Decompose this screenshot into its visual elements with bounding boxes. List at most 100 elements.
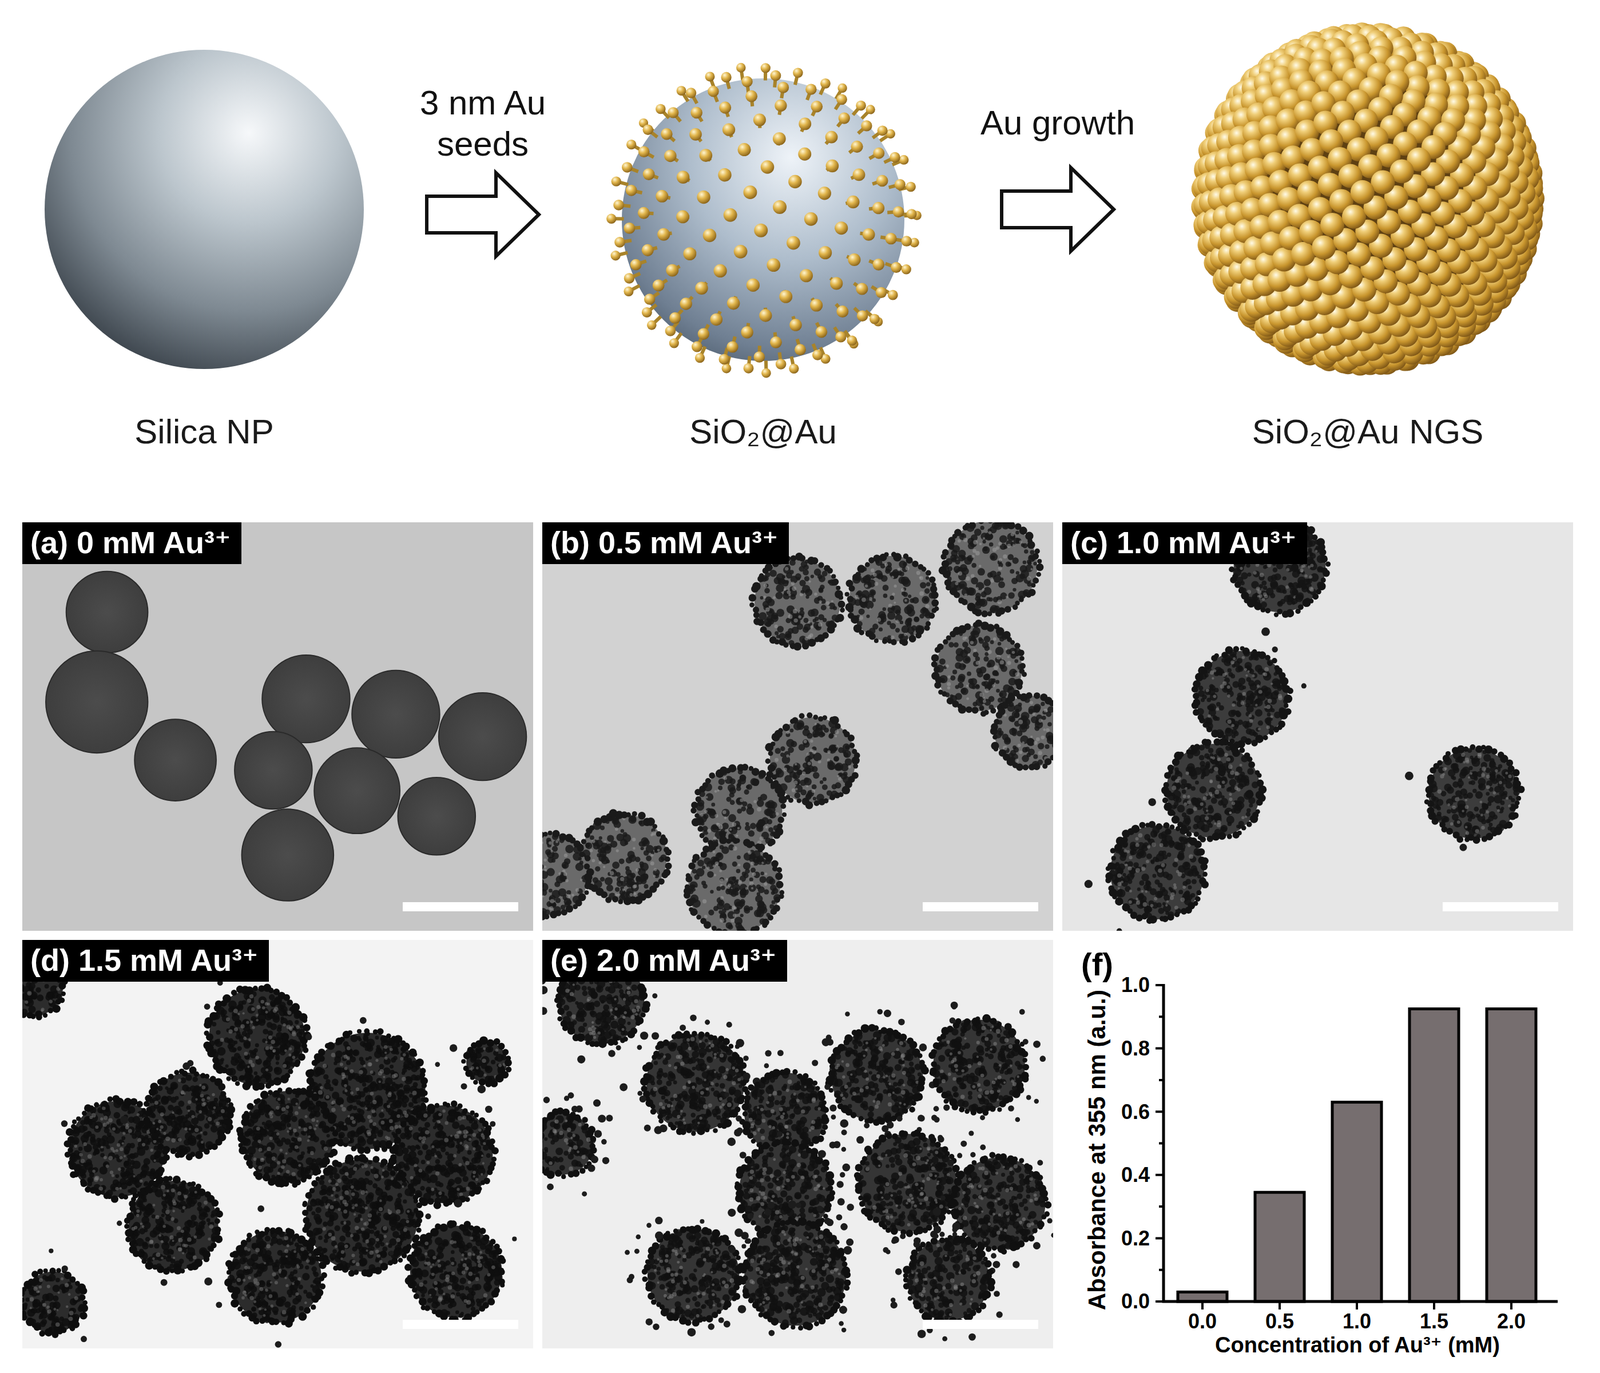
au-seed <box>727 296 741 311</box>
rim-bump <box>892 552 902 562</box>
au-coated-particle <box>990 692 1054 771</box>
gap-speck <box>808 580 811 583</box>
gap-speck <box>794 763 797 766</box>
au-speck <box>1026 737 1034 746</box>
rim-bump <box>765 758 771 764</box>
rim-bump <box>906 556 913 564</box>
caption: Silica NP <box>134 412 274 451</box>
rim-bump <box>1007 522 1016 530</box>
au-speck <box>952 669 958 675</box>
gap-speck <box>1030 735 1033 738</box>
au-nanoglobule <box>1291 241 1316 266</box>
rim-bump <box>1019 662 1026 670</box>
au-seed <box>837 83 847 93</box>
gap-speck <box>967 653 971 657</box>
au-seed <box>676 85 687 96</box>
au-speck <box>1012 588 1016 592</box>
gap-speck <box>793 618 798 623</box>
au-seed <box>825 130 839 144</box>
silica-particle <box>66 571 149 654</box>
au-seed <box>743 363 754 374</box>
rim-bump <box>835 723 841 729</box>
au-seed <box>707 85 720 98</box>
au-seed <box>855 283 868 296</box>
au-speck <box>903 597 910 605</box>
block-arrow <box>1001 167 1114 252</box>
au-seed <box>606 213 617 224</box>
au-speck <box>998 581 1006 589</box>
rim-bump <box>1010 640 1015 645</box>
au-nanoglobule <box>1320 212 1345 237</box>
au-speck <box>950 675 956 681</box>
au-speck <box>764 588 770 594</box>
au-speck <box>866 614 870 618</box>
au-speck <box>812 796 817 801</box>
rim-bump <box>839 607 845 613</box>
gap-speck <box>897 568 901 572</box>
au-seed <box>646 320 657 331</box>
au-speck <box>728 827 734 832</box>
au-speck <box>802 569 809 576</box>
au-seed <box>644 293 655 305</box>
au-speck <box>769 569 777 577</box>
gap-speck <box>1011 650 1015 654</box>
au-speck <box>721 822 729 830</box>
silica-sphere <box>621 78 905 361</box>
au-speck <box>858 608 865 615</box>
au-speck <box>793 778 801 786</box>
gap-speck <box>722 810 727 815</box>
au-speck <box>1017 702 1022 707</box>
rim-bump <box>778 638 786 646</box>
au-speck <box>975 684 979 688</box>
au-speck <box>737 781 742 786</box>
au-speck <box>736 785 742 792</box>
gap-speck <box>996 654 1002 660</box>
gap-speck <box>737 827 740 830</box>
au-seed <box>613 199 625 211</box>
au-seed <box>834 221 848 235</box>
au-seed <box>655 189 669 203</box>
au-speck <box>1026 559 1032 565</box>
au-speck <box>898 633 904 639</box>
silica-particle <box>241 808 335 901</box>
au-speck <box>1007 592 1015 599</box>
scale-bar <box>402 902 519 912</box>
gap-speck <box>714 814 718 818</box>
au-speck <box>776 608 785 617</box>
gap-speck <box>888 603 893 608</box>
au-seed <box>745 90 758 103</box>
au-seed <box>737 143 752 157</box>
rim-bump <box>838 595 844 601</box>
gap-speck <box>1010 532 1015 537</box>
au-speck <box>1023 576 1031 585</box>
au-speck <box>981 681 987 686</box>
gap-speck <box>1014 758 1019 763</box>
panel-label: (a) 0 mM Au³⁺ <box>30 525 232 560</box>
au-speck <box>822 617 827 622</box>
panel-tag: (a) 0 mM Au³⁺ <box>22 522 242 565</box>
rim-bump <box>990 741 999 750</box>
au-speck <box>1000 665 1008 673</box>
au-seed <box>846 195 860 209</box>
gap-speck <box>870 568 875 573</box>
gap-speck <box>807 634 812 639</box>
rim-bump <box>1033 692 1041 700</box>
gap-speck <box>810 739 813 743</box>
au-speck <box>817 574 823 580</box>
au-speck <box>835 762 844 771</box>
au-speck <box>939 658 946 665</box>
au-speck <box>913 616 920 623</box>
rim-bump <box>838 600 846 609</box>
caption: SiO₂@Au NGS <box>1252 412 1484 451</box>
rim-bump <box>971 706 979 714</box>
rim-bump <box>847 595 854 602</box>
au-seed <box>875 287 887 299</box>
gap-speck <box>957 539 962 543</box>
rim-bump <box>1027 541 1036 550</box>
rim-bump <box>791 717 798 724</box>
gap-speck <box>876 617 881 622</box>
seeded-figure <box>600 56 927 383</box>
block-arrow <box>426 172 539 257</box>
au-speck <box>1013 537 1020 545</box>
rim-bump <box>818 562 824 569</box>
